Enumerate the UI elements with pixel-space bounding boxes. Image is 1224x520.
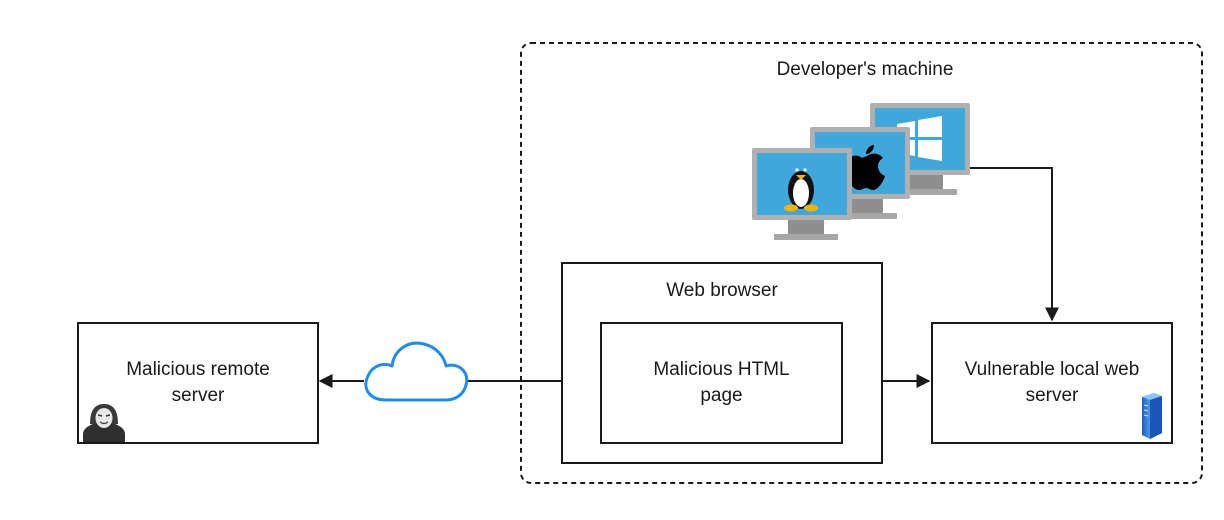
web-browser-label: Web browser <box>666 280 778 301</box>
malicious-html-page-node: Malicious HTML page <box>600 322 843 444</box>
developer-machine-title: Developer's machine <box>776 59 954 80</box>
vulnerable-local-server-label: Vulnerable local web server <box>964 359 1140 406</box>
linux-monitor-icon <box>752 148 852 240</box>
server-icon <box>1142 393 1162 439</box>
malicious-remote-server-label: Malicious remote server <box>126 359 270 406</box>
malicious-html-page-label: Malicious HTML page <box>653 359 790 406</box>
malicious-remote-server-node: Malicious remote server <box>77 322 319 444</box>
cloud-icon <box>364 341 469 402</box>
developer-machine-zone <box>520 42 1203 484</box>
hacker-icon <box>83 404 125 442</box>
vulnerable-local-server-node: Vulnerable local web server <box>931 322 1173 444</box>
